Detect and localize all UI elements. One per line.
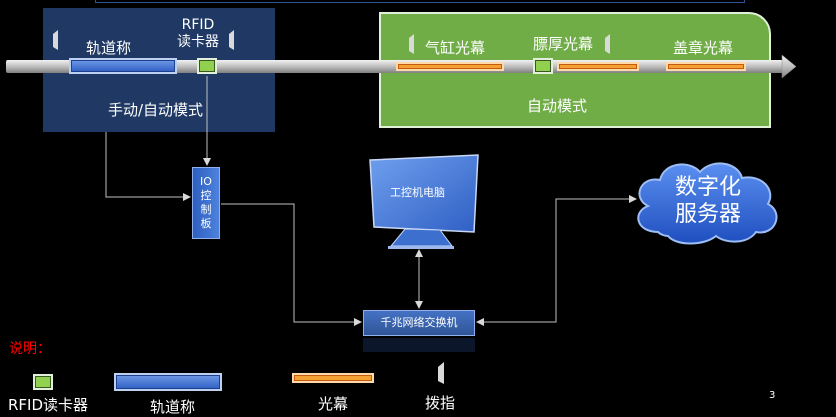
io-control-board: IO 控 制 板 <box>192 167 220 239</box>
top-frame-line <box>95 0 745 3</box>
track-scale <box>69 58 177 74</box>
industrial-pc-label: 工控机电脑 <box>390 186 445 199</box>
digital-server-label: 数字化 服务器 <box>664 174 752 228</box>
legend-scale-icon <box>114 373 222 391</box>
thickness-light-curtain <box>557 62 639 71</box>
network-switch-label: 千兆网络交换机 <box>380 316 458 329</box>
digital-server-label-line1: 数字化 <box>674 175 741 200</box>
monitor-icon <box>369 154 479 249</box>
rfid-reader-icon <box>533 58 553 74</box>
switch-to-cloud-line <box>476 195 637 326</box>
rfid-reader-icon <box>197 58 217 74</box>
stamp-curtain-label: 盖章光幕 <box>673 39 734 57</box>
legend-curtain-label: 光幕 <box>318 395 349 413</box>
scale-to-io-line <box>105 132 191 201</box>
legend-finger-icon <box>438 362 444 384</box>
finger-icon <box>409 34 414 54</box>
legend-title: 说明： <box>9 341 51 357</box>
legend-curtain-icon <box>292 373 374 383</box>
rfid-reader-label-line1: RFID <box>181 17 215 33</box>
cylinder-light-curtain <box>396 62 504 71</box>
auto-mode-label: 自动模式 <box>527 97 588 115</box>
cylinder-curtain-label: 气缸光幕 <box>425 39 486 57</box>
finger-icon <box>605 34 610 54</box>
finger-icon <box>229 30 234 50</box>
thickness-curtain-label: 膘厚光幕 <box>533 35 594 53</box>
switch-reflection <box>363 338 475 352</box>
io-board-label-char: 板 <box>200 217 212 230</box>
manual-mode-label: 手动/自动模式 <box>108 101 204 119</box>
legend-finger-label: 拨指 <box>425 394 456 412</box>
network-switch: 千兆网络交换机 <box>363 310 475 336</box>
page-number: 3 <box>769 390 776 401</box>
legend-rfid-label: RFID读卡器 <box>8 396 89 414</box>
io-board-label-char: 制 <box>200 203 212 216</box>
rfid-reader-label: RFID 读卡器 <box>175 17 221 51</box>
rfid-reader-label-line2: 读卡器 <box>177 34 219 50</box>
stamp-light-curtain <box>666 62 746 71</box>
io-to-switch-line <box>221 203 362 326</box>
legend-scale-label: 轨道称 <box>150 398 196 416</box>
io-board-label-char: 控 <box>200 189 212 202</box>
cloud-icon <box>637 162 778 245</box>
legend-rfid-icon <box>33 374 53 390</box>
track-scale-label: 轨道称 <box>86 39 132 57</box>
io-board-label-char: IO <box>200 175 212 188</box>
digital-server-label-line2: 服务器 <box>674 202 741 227</box>
finger-icon <box>53 30 58 50</box>
